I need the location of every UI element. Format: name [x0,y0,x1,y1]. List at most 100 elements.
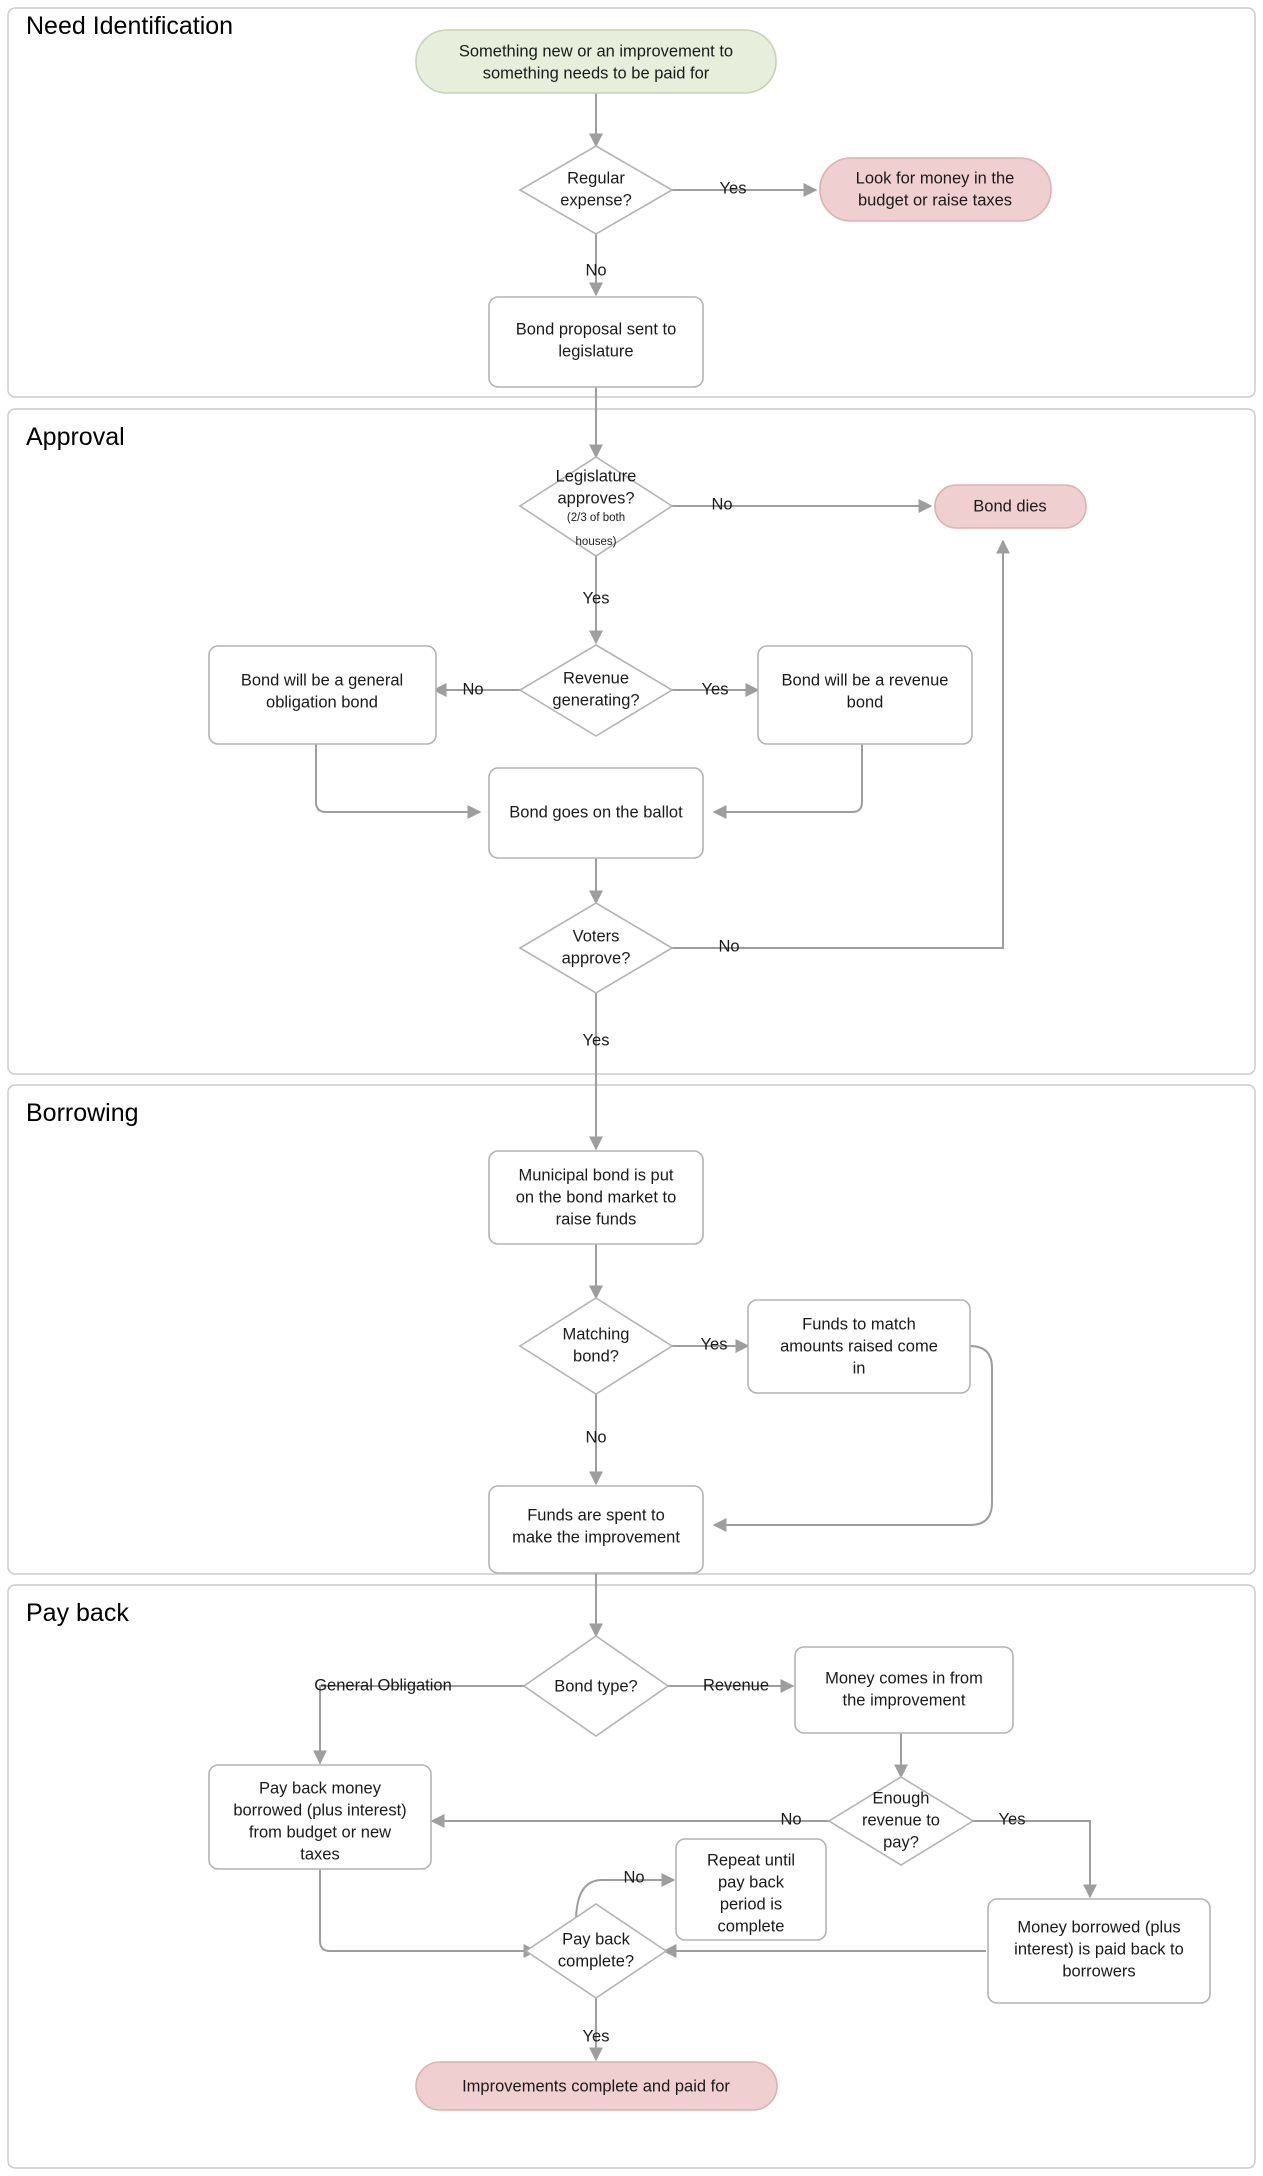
node-look-for-money[interactable]: Look for money in the budget or raise ta… [819,157,1052,222]
node-revenue-generating[interactable]: Revenue generating? [518,644,674,737]
edge-label-voters-approve-yes: Yes [583,1031,610,1049]
node-regular-expense-shape[interactable] [518,145,674,235]
node-start-shape[interactable] [415,29,777,94]
node-bond-on-ballot-shape[interactable] [488,767,704,859]
lane-approval-frame [7,408,1256,1075]
node-pay-back-money-shape[interactable] [208,1764,432,1870]
node-funds-spent-line-1: Funds are spent to [527,1506,665,1524]
edge-pay-back-money-to-pay-back-complete [319,1869,538,1958]
node-voters-approve[interactable]: Voters approve? [518,902,674,994]
edge-revenue-bond-to-ballot [712,744,863,819]
node-start-line-1: Something new or an improvement to [459,42,733,60]
node-revenue-generating-shape[interactable] [518,644,674,737]
node-repeat-until-shape[interactable] [675,1838,827,1941]
node-money-paid-back-shape[interactable] [987,1898,1211,2004]
node-pay-back-money-line-4: taxes [300,1845,339,1863]
node-start-line-2: something needs to be paid for [483,64,710,82]
node-repeat-until-line-2: pay back [718,1873,785,1891]
node-enough-revenue-shape[interactable] [827,1776,975,1866]
node-repeat-until-line-1: Repeat until [707,1851,795,1869]
node-improvements-complete[interactable]: Improvements complete and paid for [415,2061,778,2111]
node-money-paid-back-line-2: interest) is paid back to [1014,1940,1184,1958]
edge-matching-funds-to-funds-spent [712,1345,993,1532]
edge-label-enough-revenue-yes: Yes [999,1810,1026,1828]
node-money-from-improvement-shape[interactable] [794,1646,1014,1734]
node-legislature-approves-line-2: approves? [557,489,634,507]
node-general-obligation-bond-shape[interactable] [208,645,437,745]
node-bond-proposal-line-1: Bond proposal sent to [516,320,677,338]
node-matching-funds[interactable]: Funds to match amounts raised come in [747,1299,971,1394]
node-bond-dies[interactable]: Bond dies [934,484,1087,529]
node-enough-revenue-line-2: revenue to [862,1811,940,1829]
node-bond-proposal[interactable]: Bond proposal sent to legislature [488,296,704,388]
node-bond-proposal-shape[interactable] [488,296,704,388]
edge-voters-approve-to-bond-dies [672,539,1010,949]
lane-approval-title: Approval [26,423,125,451]
node-voters-approve-shape[interactable] [518,902,674,994]
node-bond-on-ballot[interactable]: Bond goes on the ballot [488,767,704,859]
node-revenue-bond[interactable]: Bond will be a revenue bond [757,645,973,745]
edge-label-bond-type-revenue: Revenue [703,1676,769,1694]
node-revenue-bond-shape[interactable] [757,645,973,745]
node-funds-spent[interactable]: Funds are spent to make the improvement [488,1485,704,1574]
node-matching-funds-shape[interactable] [747,1299,971,1394]
node-repeat-until-line-3: period is [720,1895,782,1913]
edge-label-regular-expense-yes: Yes [720,179,747,197]
node-revenue-generating-line-1: Revenue [563,669,629,687]
node-matching-bond-shape[interactable] [518,1297,674,1395]
node-voters-approve-line-1: Voters [573,927,620,945]
edge-label-layer: Yes No No Yes No Yes No Yes Yes No Gener… [314,179,1025,2045]
node-municipal-bond-market[interactable]: Municipal bond is put on the bond market… [488,1150,704,1245]
edge-label-pay-back-complete-no: No [623,1868,644,1886]
node-matching-funds-line-3: in [853,1359,866,1377]
edge-label-regular-expense-no: No [585,261,606,279]
edge-label-enough-revenue-no: No [780,1810,801,1828]
edge-label-matching-bond-no: No [585,1428,606,1446]
node-improvements-complete-label: Improvements complete and paid for [462,2077,730,2095]
node-money-paid-back-line-1: Money borrowed (plus [1017,1918,1180,1936]
edge-bond-type-to-pay-back-money [313,1685,524,1765]
node-municipal-bond-market-line-2: on the bond market to [516,1188,677,1206]
node-improvements-complete-shape[interactable] [415,2061,778,2111]
node-enough-revenue[interactable]: Enough revenue to pay? [827,1776,975,1866]
node-money-paid-back[interactable]: Money borrowed (plus interest) is paid b… [987,1898,1211,2004]
node-matching-funds-line-1: Funds to match [802,1315,916,1333]
node-regular-expense-line-2: expense? [560,191,632,209]
node-pay-back-complete-shape[interactable] [524,1903,668,1999]
node-regular-expense[interactable]: Regular expense? [518,145,674,235]
node-pay-back-complete[interactable]: Pay back complete? [524,1903,668,1999]
node-legislature-approves[interactable]: Legislature approves? (2/3 of both house… [518,456,674,557]
edge-label-matching-bond-yes: Yes [701,1335,728,1353]
node-bond-type-shape[interactable] [522,1635,670,1737]
node-matching-bond-line-2: bond? [573,1347,619,1365]
node-municipal-bond-market-line-3: raise funds [556,1210,637,1228]
node-money-from-improvement[interactable]: Money comes in from the improvement [794,1646,1014,1734]
node-pay-back-money[interactable]: Pay back money borrowed (plus interest) … [208,1764,432,1870]
node-matching-funds-line-2: amounts raised come [780,1337,938,1355]
node-enough-revenue-line-1: Enough [873,1789,930,1807]
node-pay-back-money-line-1: Pay back money [259,1779,382,1797]
node-legislature-approves-sub-1: (2/3 of both [567,512,625,524]
node-money-paid-back-line-3: borrowers [1062,1962,1135,1980]
edge-label-revenue-generating-yes: Yes [702,680,729,698]
lane-approval: Approval [7,408,1256,1075]
node-repeat-until[interactable]: Repeat until pay back period is complete [675,1838,827,1941]
node-general-obligation-bond[interactable]: Bond will be a general obligation bond [208,645,437,745]
node-general-obligation-bond-line-1: Bond will be a general [241,671,403,689]
node-bond-dies-shape[interactable] [934,484,1087,529]
node-look-for-money-shape[interactable] [819,157,1052,222]
node-voters-approve-line-2: approve? [562,949,631,967]
node-matching-bond-line-1: Matching [563,1325,630,1343]
node-pay-back-complete-line-1: Pay back [562,1930,631,1948]
node-start[interactable]: Something new or an improvement to somet… [415,29,777,94]
node-funds-spent-shape[interactable] [488,1485,704,1574]
node-money-from-improvement-line-1: Money comes in from [825,1669,983,1687]
node-bond-type[interactable]: Bond type? [522,1635,670,1737]
node-legislature-approves-shape[interactable] [518,456,674,557]
node-enough-revenue-line-3: pay? [883,1833,919,1851]
node-municipal-bond-market-shape[interactable] [488,1150,704,1245]
edge-label-legislature-no: No [711,495,732,513]
node-matching-bond[interactable]: Matching bond? [518,1297,674,1395]
node-pay-back-money-line-3: from budget or new [249,1823,391,1841]
